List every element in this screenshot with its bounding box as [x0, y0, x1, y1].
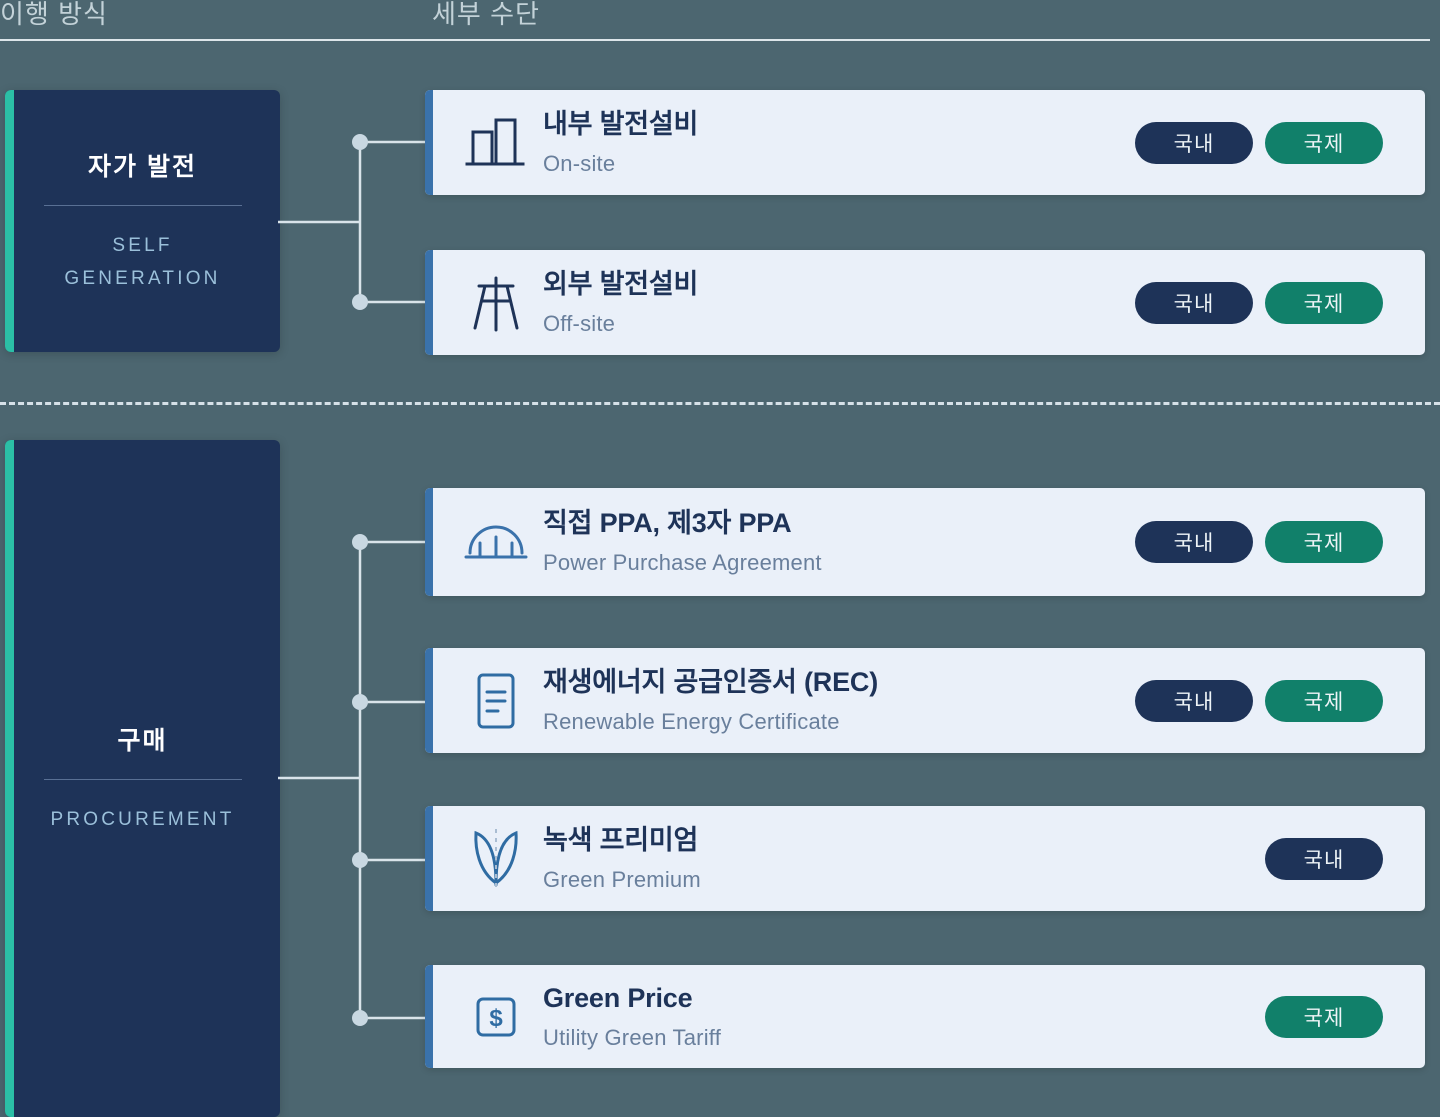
connector-tree-self-generation — [278, 134, 428, 310]
category-separator — [43, 778, 242, 780]
method-title-en: Green Premium — [543, 866, 701, 892]
category-separator — [43, 205, 242, 207]
method-title-ko: 녹색 프리미엄 — [543, 824, 699, 855]
document-lines-icon — [457, 670, 535, 732]
leaf-sprout-icon — [457, 827, 535, 891]
column-header-method: 이행 방식 — [0, 0, 108, 29]
buildings-bar-icon — [457, 114, 535, 172]
method-title-ko: Green Price — [543, 982, 693, 1013]
status-badge-global[interactable]: 국제 — [1265, 521, 1383, 563]
method-title-ko: 직접 PPA, 제3자 PPA — [543, 508, 792, 539]
method-text: Green Price Utility Green Tariff — [543, 982, 1265, 1051]
status-badge-domestic[interactable]: 국내 — [1135, 679, 1253, 722]
arch-bridge-icon — [457, 519, 535, 565]
method-row-ppa[interactable]: 직접 PPA, 제3자 PPA Power Purchase Agreement… — [425, 488, 1425, 596]
transmission-tower-icon — [457, 272, 535, 334]
status-badge-domestic[interactable]: 국내 — [1135, 121, 1253, 164]
category-title-en-line1: SELF — [112, 235, 173, 257]
svg-text:$: $ — [489, 1005, 503, 1032]
category-title-en: PROCUREMENT — [50, 804, 234, 836]
method-title-en: Utility Green Tariff — [543, 1024, 722, 1050]
method-tag-group: 국내 국제 — [1135, 121, 1383, 164]
dollar-square-icon: $ — [457, 995, 535, 1039]
column-header-instrument: 세부 수단 — [432, 0, 540, 29]
method-text: 녹색 프리미엄 Green Premium — [543, 824, 1265, 893]
method-title-ko: 내부 발전설비 — [543, 108, 699, 139]
category-card-self-generation[interactable]: 자가 발전 SELF GENERATION — [5, 90, 280, 352]
category-card-procurement[interactable]: 구매 PROCUREMENT — [5, 440, 280, 1117]
method-row-rec[interactable]: 재생에너지 공급인증서 (REC) Renewable Energy Certi… — [425, 648, 1425, 753]
method-row-off-site[interactable]: 외부 발전설비 Off-site 국내 국제 — [425, 250, 1425, 355]
method-text: 내부 발전설비 On-site — [543, 108, 1135, 177]
method-tag-group: 국내 국제 — [1135, 521, 1383, 563]
method-title-en: On-site — [543, 150, 616, 176]
method-tag-group: 국내 국제 — [1135, 679, 1383, 722]
category-title-en-line2: GENERATION — [64, 267, 221, 289]
method-tag-group: 국내 — [1265, 837, 1383, 880]
status-badge-domestic[interactable]: 국내 — [1135, 281, 1253, 324]
method-tag-group: 국내 국제 — [1135, 281, 1383, 324]
method-text: 외부 발전설비 Off-site — [543, 268, 1135, 337]
status-badge-global[interactable]: 국제 — [1265, 281, 1383, 324]
status-badge-global[interactable]: 국제 — [1265, 679, 1383, 722]
category-title-en-line1: PROCUREMENT — [50, 808, 235, 830]
section-divider — [0, 402, 1440, 405]
category-title-ko: 자가 발전 — [88, 153, 197, 182]
status-badge-domestic[interactable]: 국내 — [1135, 521, 1253, 563]
method-title-ko: 재생에너지 공급인증서 (REC) — [543, 666, 878, 697]
method-text: 재생에너지 공급인증서 (REC) Renewable Energy Certi… — [543, 666, 1135, 735]
status-badge-global[interactable]: 국제 — [1265, 121, 1383, 164]
method-title-en: Power Purchase Agreement — [543, 550, 822, 576]
method-title-en: Off-site — [543, 310, 616, 336]
status-badge-global[interactable]: 국제 — [1265, 995, 1383, 1038]
connector-tree-procurement — [278, 534, 428, 1026]
category-title-en: SELF GENERATION — [64, 230, 220, 295]
header-divider-rule — [0, 39, 1430, 41]
method-row-green-price[interactable]: $ Green Price Utility Green Tariff 국제 — [425, 965, 1425, 1068]
method-row-on-site[interactable]: 내부 발전설비 On-site 국내 국제 — [425, 90, 1425, 195]
method-title-en: Renewable Energy Certificate — [543, 708, 840, 734]
method-text: 직접 PPA, 제3자 PPA Power Purchase Agreement — [543, 507, 1135, 576]
status-badge-domestic[interactable]: 국내 — [1265, 837, 1383, 880]
method-tag-group: 국제 — [1265, 995, 1383, 1038]
category-title-ko: 구매 — [117, 726, 168, 755]
method-row-green-premium[interactable]: 녹색 프리미엄 Green Premium 국내 — [425, 806, 1425, 911]
method-title-ko: 외부 발전설비 — [543, 268, 699, 299]
